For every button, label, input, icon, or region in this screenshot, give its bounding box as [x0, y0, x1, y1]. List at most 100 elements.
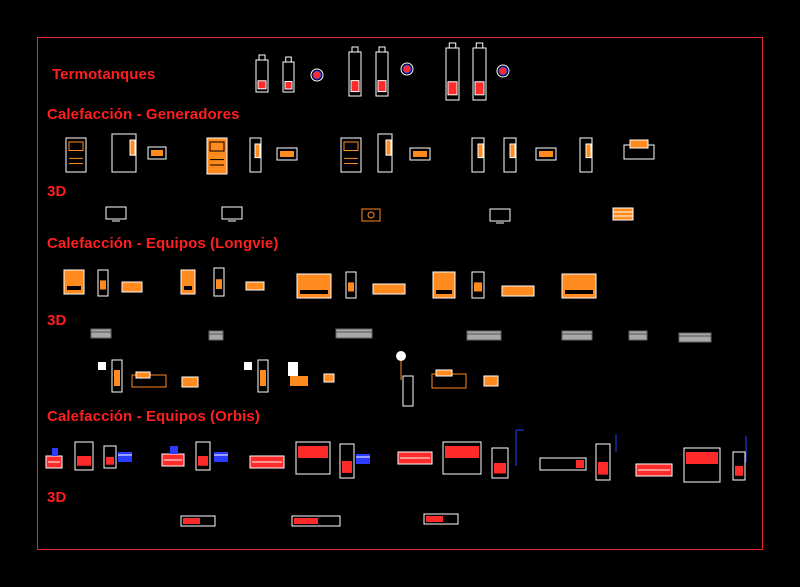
longvie3d-flue — [98, 362, 106, 370]
longvie3d-flue2 — [288, 362, 298, 376]
longvie3d-small — [181, 376, 199, 388]
longvie-grille — [300, 290, 328, 294]
tank-top — [351, 46, 359, 53]
orbis-cabinet-top — [445, 446, 479, 458]
orbis-tower-fill — [342, 461, 352, 473]
orbis-fitting — [356, 454, 370, 464]
boiler-side-detail — [254, 143, 261, 159]
orbis-tower-fill — [598, 462, 608, 475]
longvie3d-gray-unit — [335, 328, 373, 339]
boiler-top-inner — [413, 151, 427, 157]
boiler-top-inner — [151, 150, 163, 156]
tank-dial-core — [402, 64, 412, 74]
orbis-fitting — [214, 452, 228, 462]
boiler-side — [471, 137, 485, 173]
longvie-grille — [67, 286, 81, 290]
longvie3d-gray-unit — [90, 328, 112, 339]
longvie3d-tall — [111, 359, 123, 393]
boiler-top — [409, 147, 431, 161]
longvie3d-gray-unit — [208, 330, 224, 341]
boiler-wide-top — [629, 139, 649, 149]
boiler-side-detail — [585, 143, 592, 159]
tank-control — [377, 80, 387, 93]
orbis-tower — [732, 451, 746, 481]
longvie-stove — [561, 273, 597, 299]
orbis-3d-symbols — [180, 513, 459, 527]
boiler-panel — [68, 141, 84, 151]
orbis-tower — [491, 447, 509, 479]
longvie-side — [345, 271, 357, 299]
orbis-tower — [103, 445, 117, 469]
longvie-top — [245, 281, 265, 291]
gen3d-screen — [489, 208, 511, 222]
orbis-symbols — [45, 429, 747, 483]
orbis3d-unit — [291, 515, 341, 527]
longvie-stove — [296, 273, 332, 299]
heading-orbis-3d: 3D — [47, 489, 67, 506]
tank-control — [447, 81, 458, 96]
orbis-long-unit — [539, 457, 587, 471]
tank-control — [257, 80, 267, 90]
gen3d-unit — [361, 208, 381, 222]
longvie-stove — [432, 271, 456, 299]
orbis3d-unit-fill — [426, 516, 443, 522]
orbis-tower-fill — [106, 457, 114, 465]
heading-generadores-3d: 3D — [47, 183, 67, 200]
tank-top — [448, 42, 457, 49]
longvie-side — [97, 269, 109, 297]
boiler-top-inner — [539, 151, 553, 157]
heading-orbis: Calefacción - Equipos (Orbis) — [47, 408, 260, 425]
longvie-3d-symbols — [90, 328, 712, 407]
longvie3d-gray-unit — [561, 330, 593, 341]
longvie3d-tall-fill — [114, 370, 120, 386]
orbis-tower-fill — [77, 456, 91, 466]
tank-control — [474, 81, 485, 96]
longvie-grille — [436, 290, 452, 294]
longvie-top — [372, 283, 406, 295]
orbis-flue — [52, 448, 58, 456]
longvie3d-box — [290, 376, 308, 386]
gen3d-screen — [105, 206, 127, 220]
boiler-side — [579, 137, 593, 173]
boiler-top — [535, 147, 557, 161]
boiler-panel — [209, 141, 225, 152]
tank-top — [285, 56, 292, 63]
tank-control — [350, 80, 360, 93]
longvie3d-wide2-top — [435, 369, 453, 377]
tank-top — [475, 42, 484, 49]
longvie-symbols — [63, 267, 597, 299]
longvie-top — [501, 285, 535, 297]
orbis-flue — [170, 446, 178, 454]
orbis-tower — [195, 441, 211, 471]
orbis-tower — [339, 443, 355, 479]
longvie-side-fill — [348, 282, 354, 292]
gen3d-stack — [612, 207, 634, 221]
longvie-stove — [63, 269, 85, 295]
orbis-tower — [74, 441, 94, 471]
tank-dial — [400, 62, 414, 76]
boiler-top-inner — [280, 151, 294, 157]
drawing-border — [37, 37, 763, 550]
heading-generadores: Calefacción - Generadores — [47, 106, 240, 123]
boiler-side-detail — [509, 143, 516, 159]
orbis3d-unit-fill — [183, 518, 200, 524]
boiler-side — [249, 137, 262, 173]
longvie-side — [471, 271, 485, 299]
orbis3d-unit — [423, 513, 459, 525]
gen3d-screen — [221, 206, 243, 220]
tank-top — [258, 54, 266, 61]
tank-dial — [310, 68, 324, 82]
generador-3d-symbols — [105, 206, 634, 224]
boiler-side — [111, 133, 137, 173]
orbis3d-unit — [180, 515, 216, 527]
boiler-panel — [343, 141, 359, 151]
longvie3d-pipe-cap — [396, 351, 406, 361]
orbis-tower-fill — [198, 456, 208, 466]
longvie3d-gray-unit — [628, 330, 648, 341]
boiler-side-detail — [477, 143, 484, 159]
longvie3d-tall-fill — [260, 370, 266, 386]
orbis-long-unit-fill — [576, 460, 584, 468]
longvie3d-wide-top — [135, 371, 151, 379]
orbis-cabinet-top — [686, 452, 718, 464]
